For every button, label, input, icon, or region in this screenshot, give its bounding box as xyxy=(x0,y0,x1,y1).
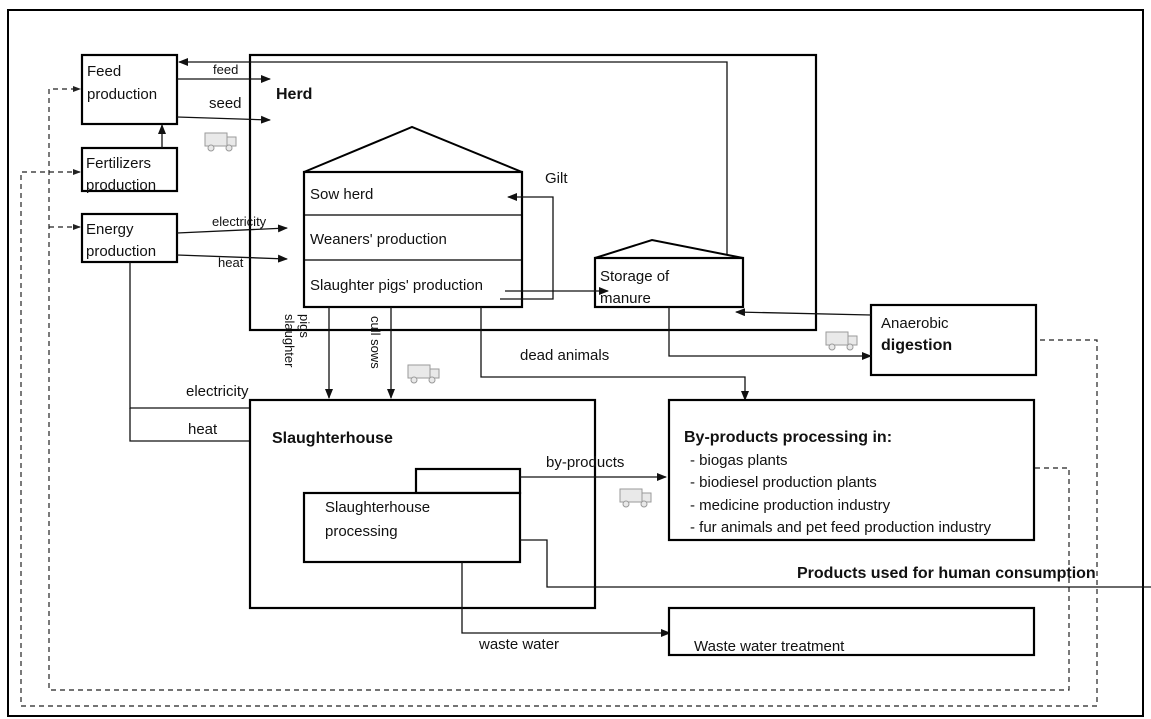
truck-icon xyxy=(407,364,440,384)
slaughterhouse-processing-label-2: processing xyxy=(325,523,398,540)
energy-to-slaughterhouse-heat xyxy=(129,408,263,445)
gilt-loop-arrow xyxy=(500,193,554,300)
byproducts-item-1: - biogas plants xyxy=(690,452,788,469)
energy-production-label-2: production xyxy=(86,243,156,260)
waste-water-label: waste water xyxy=(478,636,559,653)
seed-label: seed xyxy=(209,95,242,112)
energy-heat-arrow xyxy=(176,254,288,263)
slaughterhouse-processing-tab xyxy=(414,467,522,495)
waste-water-treatment-box xyxy=(667,606,1036,657)
dashed-loop-outer xyxy=(20,169,1098,707)
heat-bottom-label: heat xyxy=(188,421,218,438)
digestion-to-manure-arrow xyxy=(735,308,872,317)
byproducts-item-2: - biodiesel production plants xyxy=(690,474,877,491)
gilt-label: Gilt xyxy=(545,170,568,187)
byproducts-processing-box xyxy=(667,398,1036,542)
dead-animals-label: dead animals xyxy=(520,347,609,364)
manure-to-feed-line xyxy=(178,58,728,258)
outer-frame xyxy=(7,9,1144,717)
truck-icon xyxy=(204,132,237,152)
feed-production-box xyxy=(80,53,179,126)
energy-production-label-1: Energy xyxy=(86,221,134,238)
energy-electricity-arrow xyxy=(176,224,288,234)
waste-water-arrow xyxy=(461,562,671,637)
dashed-loop-inner xyxy=(48,86,1070,691)
sow-herd-label: Sow herd xyxy=(310,186,373,203)
slaughter-pigs-label-2: pigs xyxy=(297,314,312,338)
fertilizers-production-box xyxy=(80,146,179,193)
fertilizers-production-label-1: Fertilizers xyxy=(86,155,151,172)
electricity-bottom-label: electricity xyxy=(186,383,249,400)
anaerobic-digestion-label-1: Anaerobic xyxy=(881,315,949,332)
weaners-production-label: Weaners' production xyxy=(310,231,447,248)
truck-icon xyxy=(825,331,858,351)
heat-top-label: heat xyxy=(218,255,244,270)
human-consumption-line xyxy=(520,539,1151,588)
by-products-label: by-products xyxy=(546,454,624,471)
human-consumption-label: Products used for human consumption xyxy=(797,565,1096,582)
herd-title: Herd xyxy=(276,86,312,103)
manure-storage-label-2: manure xyxy=(600,290,651,307)
anaerobic-digestion-label-2: digestion xyxy=(881,337,952,354)
manure-storage-label-1: Storage of xyxy=(600,268,670,285)
pig-house-box xyxy=(302,170,524,309)
dead-animals-arrow xyxy=(480,307,749,401)
electricity-top-label: electricity xyxy=(212,214,267,229)
slaughter-pigs-production-label: Slaughter pigs' production xyxy=(310,277,483,294)
byproducts-item-4: - fur animals and pet feed production in… xyxy=(690,519,992,536)
feed-production-label-2: production xyxy=(87,86,157,103)
byproducts-item-3: - medicine production industry xyxy=(690,497,891,514)
slaughterhouse-title: Slaughterhouse xyxy=(272,430,393,447)
anaerobic-digestion-box xyxy=(869,303,1038,377)
fertilizers-production-label-2: production xyxy=(86,177,156,194)
cull-sows-label: cull sows xyxy=(368,316,383,369)
waste-water-treatment-label: Waste water treatment xyxy=(694,638,845,655)
manure-storage-box xyxy=(593,256,745,309)
manure-to-digestion-arrow xyxy=(668,307,872,360)
truck-icon xyxy=(619,488,652,508)
slaughter-pigs-label-1: slaughter xyxy=(282,314,297,368)
byproducts-processing-title: By-products processing in: xyxy=(684,429,892,446)
seed-arrow xyxy=(176,115,271,124)
slaughterhouse-processing-box xyxy=(302,491,522,564)
feed-label: feed xyxy=(213,62,238,77)
slaughterhouse-processing-label-1: Slaughterhouse xyxy=(325,499,430,516)
feed-production-label-1: Feed xyxy=(87,63,121,80)
